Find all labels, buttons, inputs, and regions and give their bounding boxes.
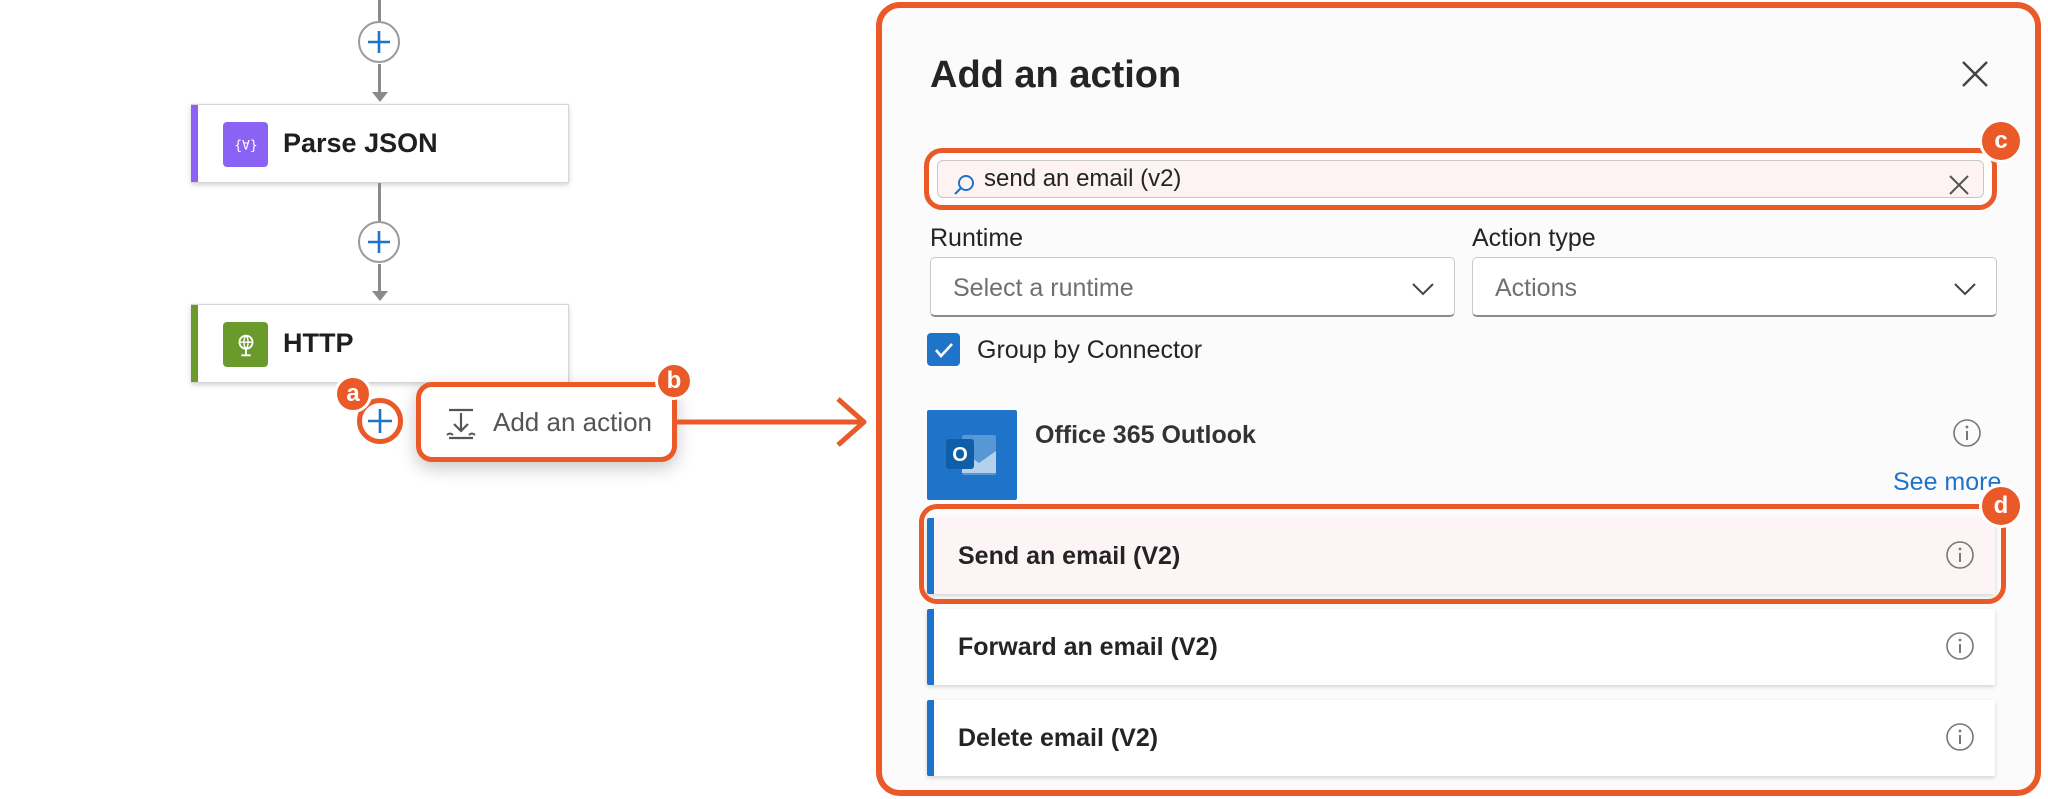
connector-line [378,183,381,223]
http-icon [223,322,268,367]
action-type-value: Actions [1495,274,1577,302]
search-icon [954,175,974,195]
info-icon[interactable] [1945,631,1975,661]
chevron-down-icon [1954,283,1976,296]
action-type-dropdown[interactable]: Actions [1472,257,1997,317]
callout-badge-a: a [334,375,372,413]
info-icon[interactable] [1952,418,1982,448]
outlook-icon: O [927,410,1017,500]
search-highlight [924,148,1997,210]
add-an-action-label: Add an action [493,406,653,437]
connector-name: Office 365 Outlook [1035,421,1256,449]
arrow-down-icon [372,291,388,301]
parse-json-icon: {∀} [223,122,268,167]
svg-text:{∀}: {∀} [234,138,258,153]
plus-icon [368,231,390,253]
insert-step-button[interactable] [358,21,400,63]
flow-node-http[interactable]: HTTP [191,304,569,383]
search-field[interactable] [937,160,1984,198]
connector-line [378,64,381,92]
send-email-highlight [919,504,2006,604]
callout-badge-d: d [1979,484,2023,528]
add-action-panel: Add an action Runtime Select a runtime A… [876,2,2041,796]
chevron-down-icon [1412,283,1434,296]
node-accent-stripe [191,105,198,182]
add-an-action-button[interactable]: Add an action [416,382,677,462]
action-type-label: Action type [1472,224,1596,252]
callout-badge-b: b [655,362,693,400]
insert-step-button[interactable] [365,406,395,436]
node-title: HTTP [283,328,354,358]
info-icon[interactable] [1945,540,1975,570]
action-item-send-email[interactable]: Send an email (V2) [927,518,1995,594]
action-item-forward-email[interactable]: Forward an email (V2) [927,609,1995,685]
close-icon[interactable] [1959,58,1991,90]
action-label: Send an email (V2) [958,542,1181,570]
connector-line [378,0,381,22]
runtime-placeholder: Select a runtime [953,274,1134,302]
group-by-connector-checkbox[interactable] [927,333,960,366]
search-input[interactable] [984,161,1884,197]
callout-badge-c: c [1979,119,2023,163]
arrow-down-icon [372,92,388,102]
add-action-icon [446,408,476,440]
node-title: Parse JSON [283,128,438,158]
node-accent-stripe [191,305,198,382]
runtime-label: Runtime [930,224,1024,252]
panel-title: Add an action [930,54,1182,96]
checkmark-icon [934,342,953,358]
connector-line [378,264,381,291]
action-label: Forward an email (V2) [958,633,1218,661]
flow-node-parse-json[interactable]: {∀} Parse JSON [191,104,569,183]
insert-step-button[interactable] [358,221,400,263]
action-item-delete-email[interactable]: Delete email (V2) [927,700,1995,776]
plus-icon [368,31,390,53]
group-by-connector-label: Group by Connector [977,336,1203,364]
info-icon[interactable] [1945,722,1975,752]
runtime-dropdown[interactable]: Select a runtime [930,257,1455,317]
svg-text:O: O [952,444,968,466]
pointer-arrow [676,397,867,447]
action-label: Delete email (V2) [958,724,1159,752]
plus-icon [368,409,392,433]
clear-search-icon[interactable] [1947,173,1971,197]
